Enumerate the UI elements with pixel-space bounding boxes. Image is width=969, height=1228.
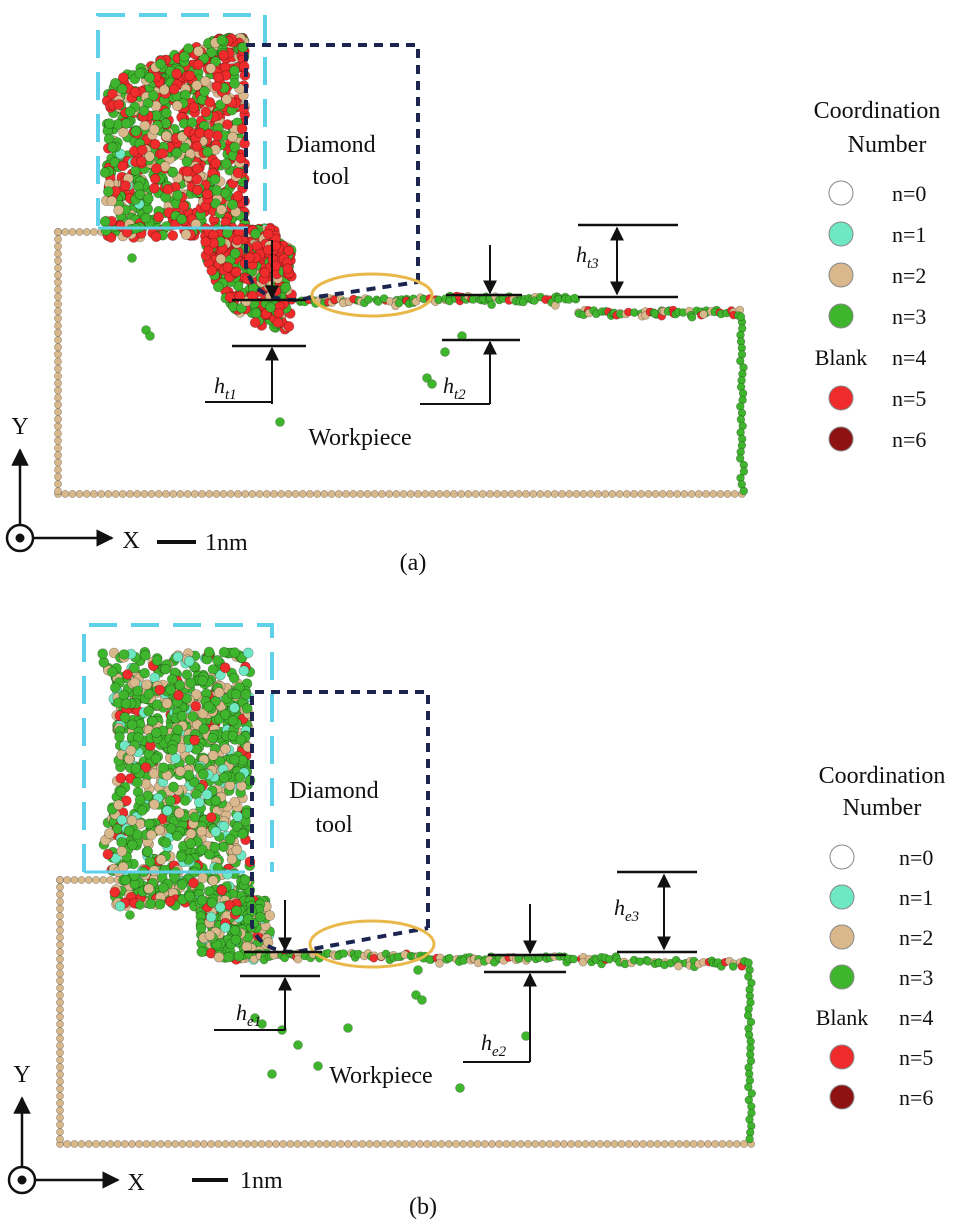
legend-item: Blank n=4 <box>816 1005 934 1030</box>
panel-b: Diamond tool Workpiece he1 he2 he3 <box>7 623 946 1220</box>
legend-item: n=3 <box>828 303 926 329</box>
legend-swatch <box>828 426 854 452</box>
tool-label-line1: Diamond <box>286 132 375 158</box>
legend-swatch <box>828 303 854 329</box>
chip-region-box <box>96 13 267 226</box>
legend-swatch <box>829 1084 855 1110</box>
legend-item: n=2 <box>829 924 933 950</box>
axis-triad-a: Y X 1nm <box>5 414 248 556</box>
legend-swatch <box>828 221 854 247</box>
legend-title-line2: Number <box>843 795 922 821</box>
tool-label-line2: tool <box>315 812 353 838</box>
legend-item: n=2 <box>828 262 926 288</box>
legend-item: Blank n=4 <box>815 345 927 370</box>
legend-label: n=2 <box>892 263 926 288</box>
legend-swatch <box>828 180 854 206</box>
legend-title-line1: Coordination <box>814 98 941 124</box>
legend-blank-text: Blank <box>815 345 868 370</box>
svg-text:he1: he1 <box>236 1000 261 1030</box>
contact-ellipse <box>308 919 436 969</box>
legend-label: n=6 <box>899 1085 933 1110</box>
panel-a: Diamond tool Workpiece ht1 ht2 ht3 <box>5 13 941 576</box>
legend-item: n=3 <box>829 964 933 990</box>
legend-label: n=1 <box>892 222 926 247</box>
axis-x-label: X <box>127 1170 144 1196</box>
diamond-tool-outline <box>250 690 430 955</box>
atom-cloud <box>54 32 749 498</box>
legend-label: n=0 <box>892 181 926 206</box>
legend-label: n=1 <box>899 885 933 910</box>
axis-y-label: Y <box>11 414 28 440</box>
legend-title-line2: Number <box>848 132 927 158</box>
legend-blank-text: Blank <box>816 1005 869 1030</box>
legend-swatch <box>829 924 855 950</box>
legend-item: n=0 <box>829 844 933 870</box>
workpiece-label: Workpiece <box>308 425 411 451</box>
legend-swatch <box>829 884 855 910</box>
legend-item: n=6 <box>829 1084 933 1110</box>
scale-label: 1nm <box>205 530 248 556</box>
legend-item: n=6 <box>828 426 926 452</box>
legend-label: n=3 <box>892 304 926 329</box>
tool-label-line2: tool <box>312 164 350 190</box>
svg-text:ht1: ht1 <box>214 373 237 403</box>
chip-region-box <box>82 623 274 872</box>
dimension-ht1: ht1 <box>205 240 306 404</box>
legend-label: n=5 <box>892 386 926 411</box>
legend-swatch <box>829 964 855 990</box>
legend-item: n=1 <box>829 884 933 910</box>
legend-label: n=6 <box>892 427 926 452</box>
svg-text:ht3: ht3 <box>576 242 599 272</box>
legend-item: n=0 <box>828 180 926 206</box>
dimension-he1: he1 <box>214 900 322 1031</box>
legend-label: n=4 <box>892 345 926 370</box>
axis-triad-b: Y X 1nm <box>7 1062 283 1196</box>
legend-item: n=1 <box>828 221 926 247</box>
legend-swatch <box>829 844 855 870</box>
legend-item: n=5 <box>828 385 926 411</box>
workpiece-label: Workpiece <box>329 1063 432 1089</box>
legend-title-line1: Coordination <box>819 763 946 789</box>
tool-label-line1: Diamond <box>289 778 378 804</box>
dimension-he3: he3 <box>614 870 697 954</box>
contact-ellipse <box>310 272 434 318</box>
axis-y-label: Y <box>13 1062 30 1088</box>
svg-text:he3: he3 <box>614 895 639 925</box>
axis-x-label: X <box>122 528 139 554</box>
legend-swatch <box>828 262 854 288</box>
legend-item: n=5 <box>829 1044 933 1070</box>
legend-label: n=2 <box>899 925 933 950</box>
legend-swatch <box>828 385 854 411</box>
scale-label: 1nm <box>240 1168 283 1194</box>
svg-text:ht2: ht2 <box>443 373 466 403</box>
legend-swatch <box>829 1044 855 1070</box>
svg-text:he2: he2 <box>481 1030 507 1060</box>
panel-caption-a: (a) <box>400 550 427 576</box>
dimension-ht3: ht3 <box>576 223 678 299</box>
legend-label: n=4 <box>899 1005 933 1030</box>
legend-label: n=3 <box>899 965 933 990</box>
legend-label: n=5 <box>899 1045 933 1070</box>
panel-caption-b: (b) <box>409 1194 437 1220</box>
dimension-he2: he2 <box>463 904 566 1063</box>
dimension-ht2: ht2 <box>420 245 522 405</box>
legend-label: n=0 <box>899 845 933 870</box>
